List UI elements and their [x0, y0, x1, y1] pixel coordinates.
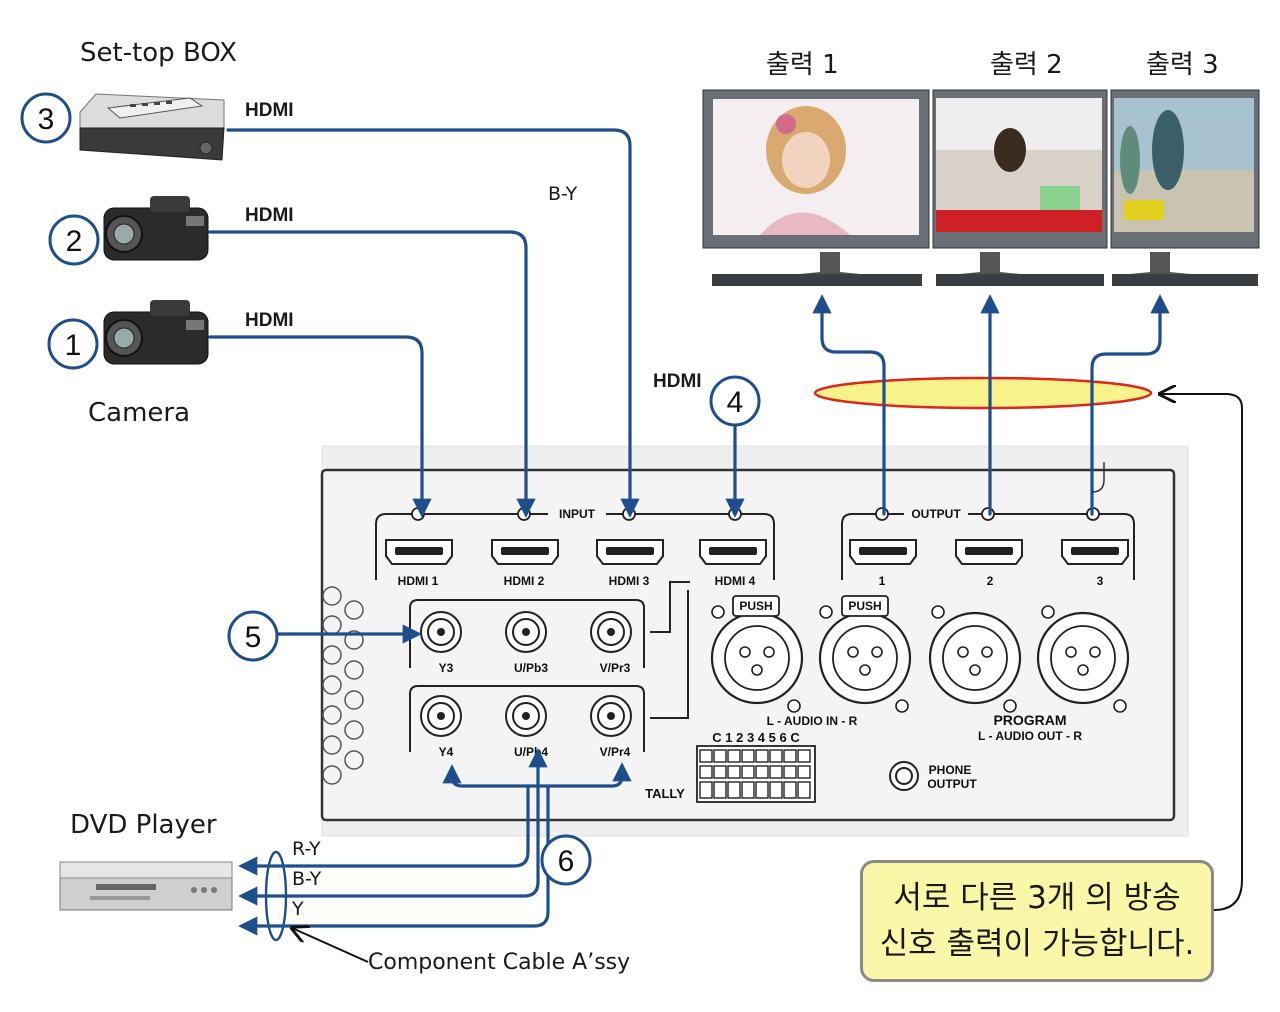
camera-label: Camera — [88, 398, 191, 428]
cable-dvd-ry — [238, 784, 530, 876]
y-cable-label: Y — [292, 898, 304, 920]
output-highlight-ellipse — [813, 376, 1153, 410]
callout-line-1: 서로 다른 3개 의 방송 — [893, 880, 1181, 916]
panel-hdmi3-label: HDMI 3 — [609, 574, 650, 588]
badge-3: 3 — [38, 103, 55, 136]
panel-output-label: OUTPUT — [911, 507, 961, 521]
panel-audio-in-label: L - AUDIO IN - R — [767, 714, 858, 728]
panel-phone-label: PHONE — [929, 763, 972, 777]
panel-hdmi1-label: HDMI 1 — [398, 574, 439, 588]
badge-3-circle — [20, 92, 72, 144]
settop-box-label: Set-top BOX — [80, 38, 237, 68]
by-floating-label: B-Y — [548, 183, 578, 205]
component-cable-label: Component Cable A’ssy — [368, 950, 631, 975]
panel-vpr3-label: V/Pr3 — [600, 661, 631, 675]
ry-cable-label: R-Y — [292, 838, 321, 860]
hdmi-camera1-label: HDMI — [245, 310, 294, 331]
callout-pointer — [1160, 394, 1243, 911]
panel-out2-label: 2 — [987, 574, 994, 588]
camera-1-image — [103, 300, 209, 365]
panel-upb3-label: U/Pb3 — [514, 661, 548, 675]
badge-2: 2 — [66, 225, 83, 258]
badge-5-circle — [227, 610, 279, 662]
monitor-2-image — [932, 89, 1108, 286]
dvd-cable-bundle — [264, 850, 288, 942]
hdmi-settop-label: HDMI — [245, 100, 294, 121]
dvd-player-image — [59, 861, 233, 911]
panel-hdmi4-label: HDMI 4 — [715, 574, 756, 588]
callout-line-2: 신호 출력이 가능합니다. — [879, 926, 1195, 962]
panel-input-label: INPUT — [559, 507, 596, 521]
cable-camera1-hdmi1 — [208, 335, 432, 518]
panel-vpr4-label: V/Pr4 — [600, 745, 631, 759]
monitor-3-image — [1110, 89, 1260, 286]
output-1-label: 출력 1 — [766, 50, 839, 80]
panel-out3-label: 3 — [1097, 574, 1104, 588]
panel-push1-label: PUSH — [739, 599, 772, 613]
output-3-label: 출력 3 — [1146, 50, 1219, 80]
badge-6: 6 — [558, 845, 575, 878]
panel-phone-output-label: OUTPUT — [927, 777, 977, 791]
by-cable-label: B-Y — [292, 868, 322, 890]
panel-push2-label: PUSH — [848, 599, 881, 613]
panel-out1-label: 1 — [879, 574, 886, 588]
badge-4: 4 — [727, 386, 744, 419]
panel-audio-out-label: L - AUDIO OUT - R — [978, 729, 1082, 743]
hdmi-camera2-label: HDMI — [245, 205, 294, 226]
badge-1: 1 — [65, 329, 82, 362]
panel-tally-label: TALLY — [645, 786, 685, 801]
panel-tally-pins-label: C 1 2 3 4 5 6 C — [712, 730, 800, 745]
badge-6-circle — [540, 834, 592, 886]
monitor-1-image — [702, 89, 930, 286]
cable-dvd-y — [238, 784, 550, 936]
badge-4-circle — [709, 375, 761, 427]
panel-y4-label: Y4 — [439, 745, 454, 759]
camera-2-image — [103, 196, 209, 261]
panel-program-label: PROGRAM — [993, 712, 1066, 728]
badge-5: 5 — [245, 621, 262, 654]
panel-hdmi2-label: HDMI 2 — [504, 574, 545, 588]
dvd-player-label: DVD Player — [70, 810, 217, 840]
panel-upb4-label: U/Pb4 — [514, 745, 548, 759]
cable-dvd-by — [238, 784, 540, 906]
callout-box: 서로 다른 3개 의 방송 신호 출력이 가능합니다. — [860, 860, 1214, 982]
panel-y3-label: Y3 — [439, 661, 454, 675]
cable-settop-hdmi3 — [226, 128, 640, 518]
badge-2-circle — [48, 214, 100, 266]
hdmi-4-label: HDMI — [653, 371, 702, 392]
badge-1-circle — [47, 318, 99, 370]
cable-output3-monitor3 — [1090, 294, 1170, 516]
settop-box-image — [79, 93, 225, 161]
component-cable-pointer — [292, 928, 369, 963]
output-2-label: 출력 2 — [990, 50, 1063, 80]
cable-output1-monitor1 — [812, 294, 886, 516]
cable-camera2-hdmi2 — [208, 230, 536, 518]
rear-panel — [320, 445, 1189, 837]
